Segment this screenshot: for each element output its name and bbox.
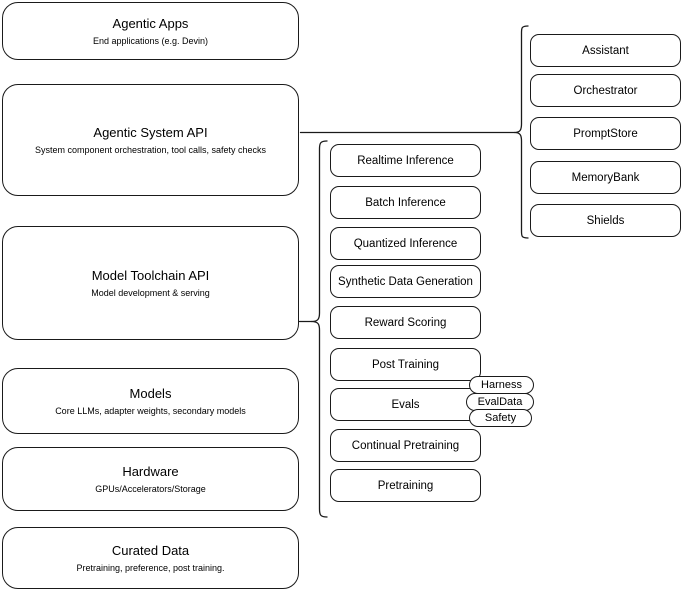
layer-subtitle: Pretraining, preference, post training. (76, 562, 225, 573)
capability-batch-inference[interactable]: Batch Inference (330, 186, 481, 219)
layer-model-toolchain-api[interactable]: Model Toolchain API Model development & … (2, 226, 299, 340)
capability-label: Reward Scoring (364, 316, 447, 329)
capability-label: Batch Inference (365, 196, 446, 209)
system-component-label: PromptStore (573, 127, 638, 140)
system-component-label: Assistant (582, 44, 629, 57)
layer-hardware[interactable]: Hardware GPUs/Accelerators/Storage (2, 447, 299, 511)
capability-post-training[interactable]: Post Training (330, 348, 481, 381)
layer-title: Curated Data (111, 542, 190, 558)
layer-subtitle: End applications (e.g. Devin) (92, 35, 209, 46)
system-component-shields[interactable]: Shields (530, 204, 681, 237)
capability-label: Post Training (371, 358, 440, 371)
system-component-label: Shields (586, 214, 625, 227)
capability-realtime-inference[interactable]: Realtime Inference (330, 144, 481, 177)
system-component-memorybank[interactable]: MemoryBank (530, 161, 681, 194)
evals-badge-harness[interactable]: Harness (469, 376, 534, 394)
layer-curated-data[interactable]: Curated Data Pretraining, preference, po… (2, 527, 299, 589)
layer-subtitle: System component orchestration, tool cal… (34, 144, 267, 155)
system-component-assistant[interactable]: Assistant (530, 34, 681, 67)
layer-title: Agentic System API (93, 124, 208, 140)
capability-label: Synthetic Data Generation (338, 275, 473, 288)
capability-pretraining[interactable]: Pretraining (330, 469, 481, 502)
layer-title: Hardware (122, 463, 179, 479)
layer-models[interactable]: Models Core LLMs, adapter weights, secon… (2, 368, 299, 434)
layer-agentic-apps[interactable]: Agentic Apps End applications (e.g. Devi… (2, 2, 299, 60)
layer-agentic-system-api[interactable]: Agentic System API System component orch… (2, 84, 299, 196)
capability-quantized-inference[interactable]: Quantized Inference (330, 227, 481, 260)
capability-synthetic-data-generation[interactable]: Synthetic Data Generation (330, 265, 481, 298)
layer-title: Model Toolchain API (91, 267, 210, 283)
capability-label: Pretraining (377, 479, 434, 492)
evals-badge-label: EvalData (477, 395, 523, 408)
capability-label: Evals (391, 398, 420, 411)
evals-badge-safety[interactable]: Safety (469, 409, 532, 427)
capability-reward-scoring[interactable]: Reward Scoring (330, 306, 481, 339)
system-component-orchestrator[interactable]: Orchestrator (530, 74, 681, 107)
layer-subtitle: Model development & serving (91, 287, 210, 298)
system-component-promptstore[interactable]: PromptStore (530, 117, 681, 150)
evals-badge-label: Safety (484, 411, 517, 424)
evals-badge-label: Harness (481, 378, 522, 391)
system-component-label: MemoryBank (571, 171, 640, 184)
capability-continual-pretraining[interactable]: Continual Pretraining (330, 429, 481, 462)
layer-title: Models (129, 385, 172, 401)
layer-title: Agentic Apps (112, 15, 189, 31)
capability-label: Continual Pretraining (351, 439, 460, 452)
capability-evals[interactable]: Evals (330, 388, 481, 421)
capability-label: Realtime Inference (357, 154, 454, 167)
system-component-label: Orchestrator (573, 84, 638, 97)
capability-label: Quantized Inference (353, 237, 458, 250)
layer-subtitle: GPUs/Accelerators/Storage (95, 483, 206, 494)
layer-subtitle: Core LLMs, adapter weights, secondary mo… (55, 405, 246, 416)
